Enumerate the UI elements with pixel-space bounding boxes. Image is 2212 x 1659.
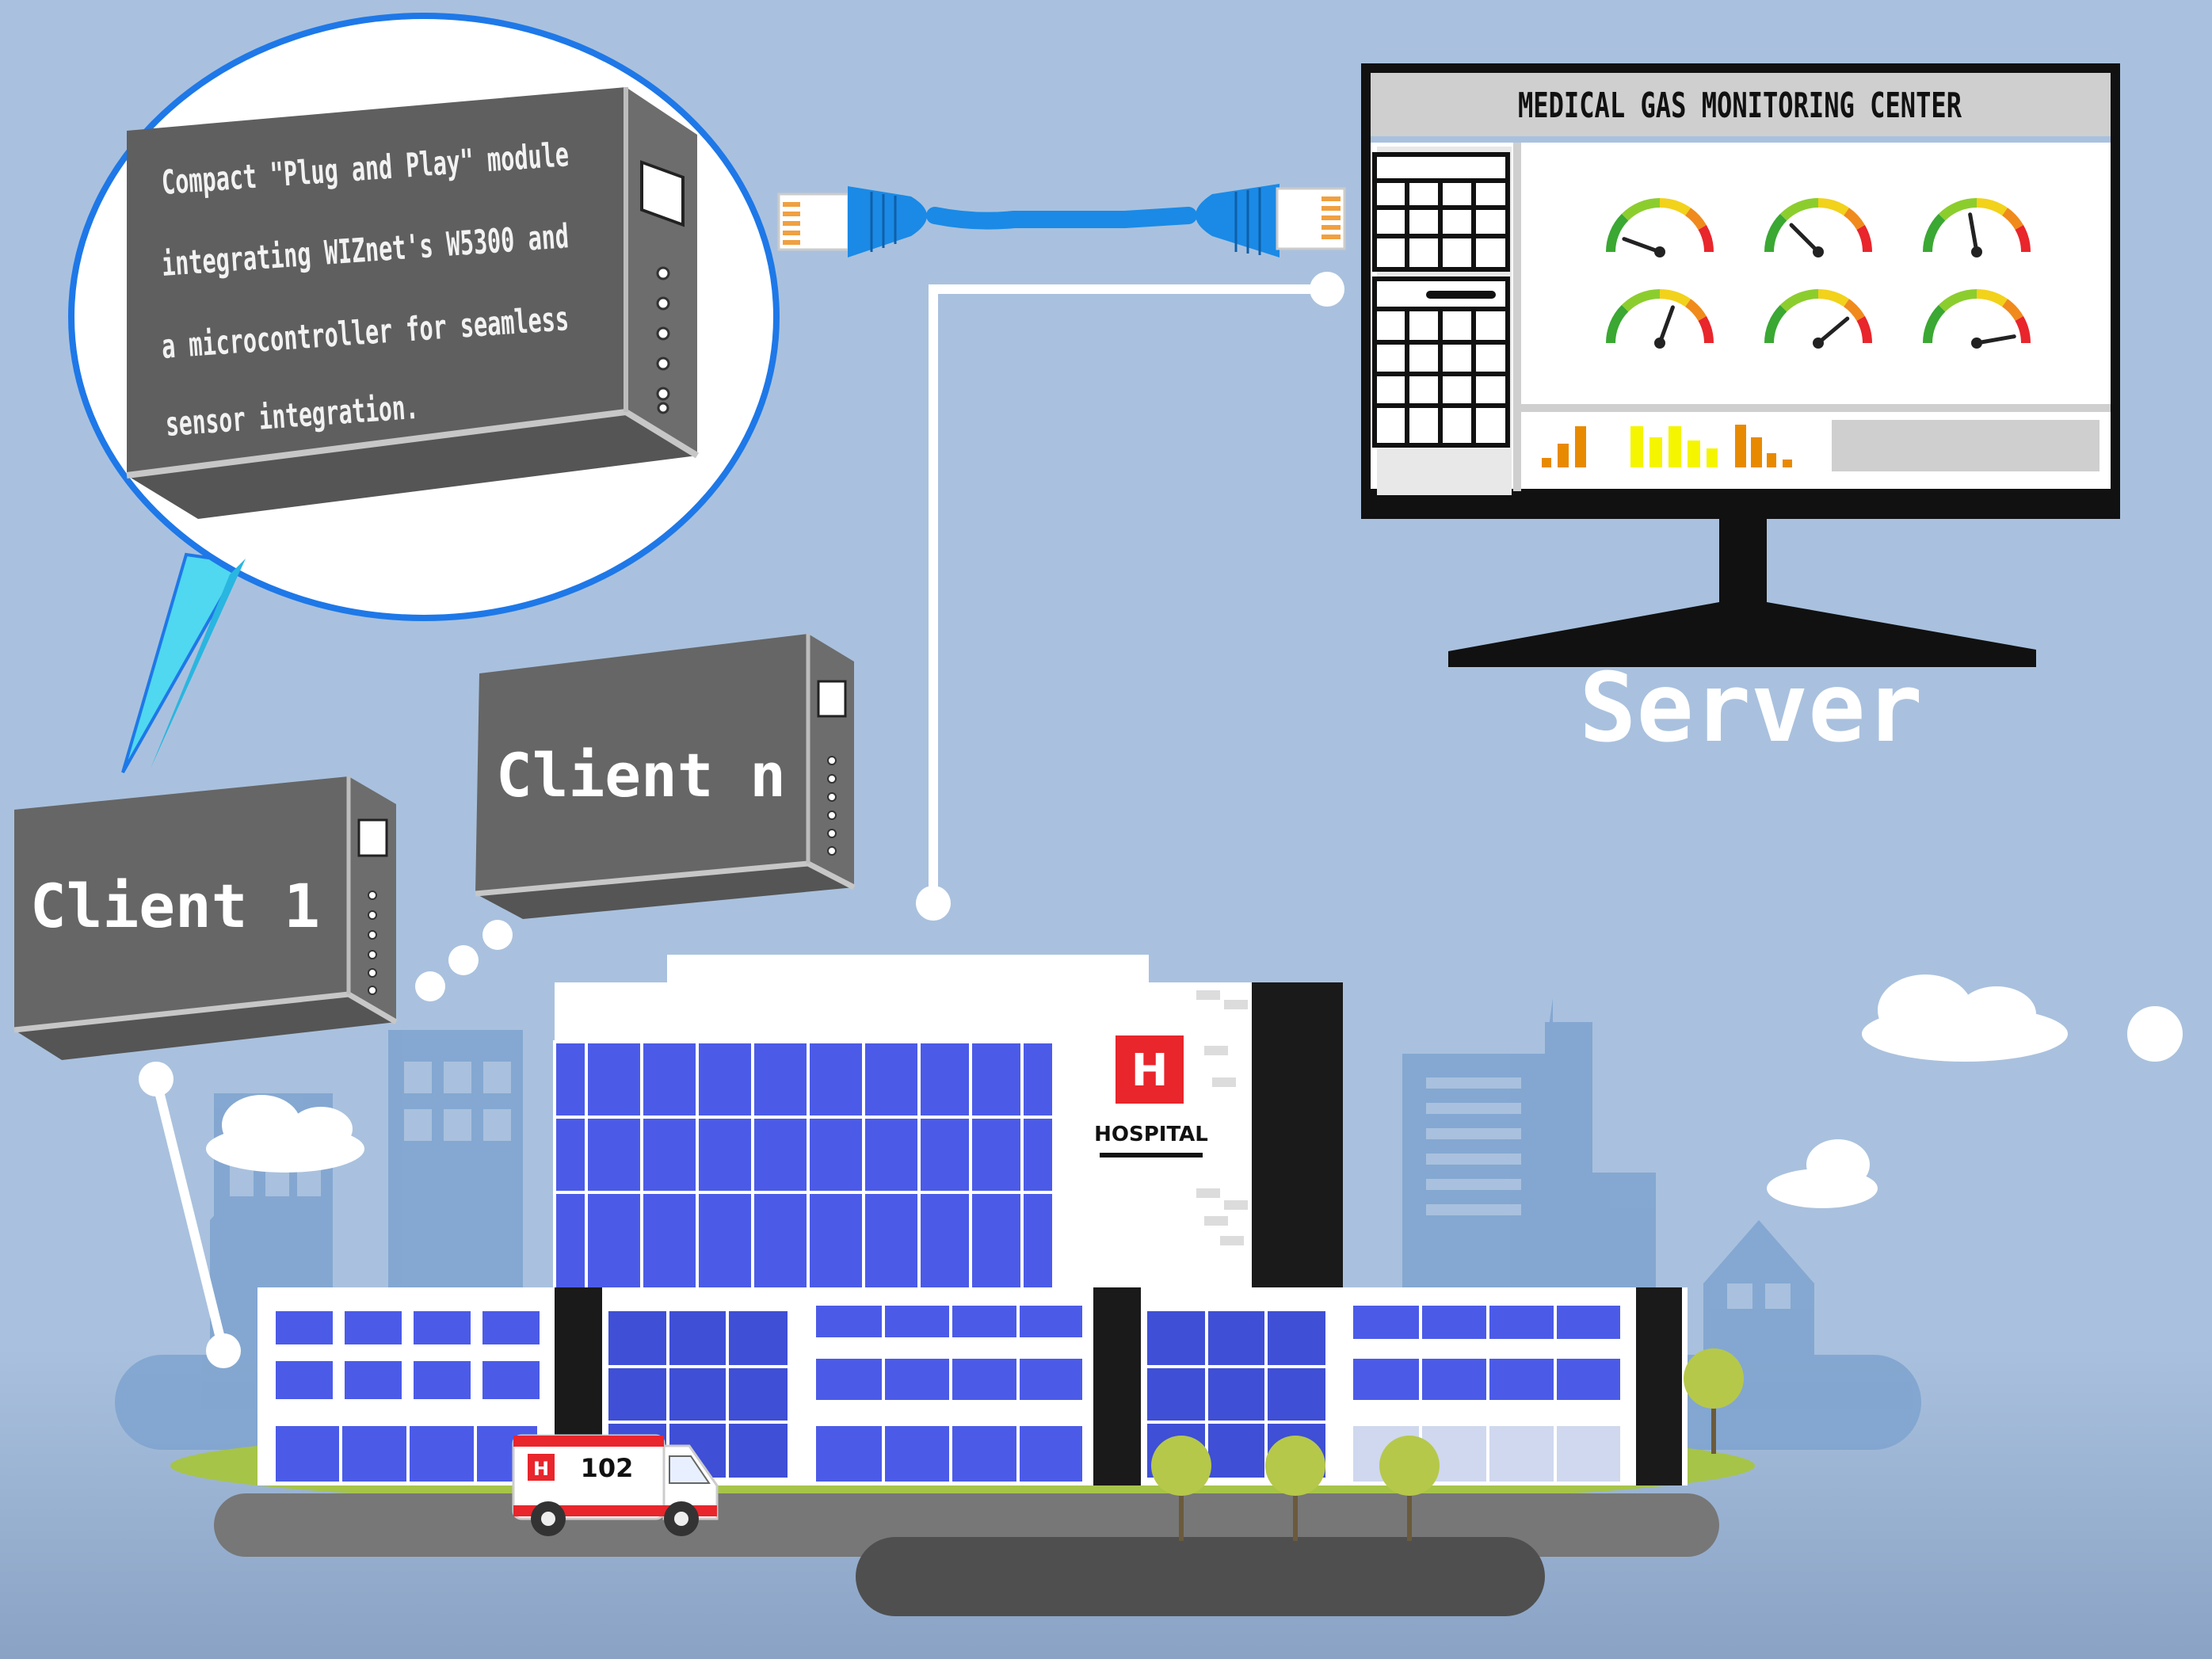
gauge-hub: [1654, 338, 1665, 349]
client-n-led-icons: [827, 756, 837, 856]
gauge-icon: [1923, 289, 2031, 349]
client-1-port-icon: [357, 818, 388, 857]
gauge-arc-segment: [1698, 225, 1714, 253]
gauge-needle: [1789, 223, 1821, 254]
hospital-sign-box: [1116, 1035, 1184, 1104]
gauge-arc-segment: [1976, 198, 2008, 216]
hospital-sign-letter: H: [1131, 1045, 1169, 1096]
gauge-needle: [1657, 305, 1675, 345]
gauge-icon: [1606, 289, 1714, 349]
monitor-stand: [1448, 515, 2036, 667]
gauge-arc-segment: [1659, 198, 1691, 216]
gauge-arc-segment: [1856, 316, 1872, 344]
server-label: Server: [1579, 654, 1922, 764]
brick-accents: [1196, 990, 1248, 1245]
server-monitor: MEDICAL GAS MONITORING CENTER: [1361, 63, 2120, 667]
client-n-label: Client n: [496, 740, 786, 810]
hospital-building: H HOSPITAL: [553, 955, 1343, 1299]
road: [856, 1537, 1545, 1616]
ambulance-number: 102: [581, 1453, 634, 1483]
gauge-arc-segment: [1606, 213, 1629, 253]
gauge-hub: [1813, 338, 1824, 349]
hospital-lower-wings: [257, 1287, 1688, 1485]
gauge-arc-segment: [1684, 208, 1707, 231]
gauge-needle: [1968, 212, 1979, 254]
ambulance: H 102: [512, 1434, 719, 1536]
client-n-port-icon: [817, 680, 847, 718]
client-1-module: Client 1: [13, 776, 398, 1060]
rj45-right-connector-icon: [1196, 184, 1346, 257]
gauge-arc-segment: [1621, 289, 1661, 312]
gauge-arc-segment: [1606, 304, 1629, 344]
gauge-needle: [1622, 237, 1662, 254]
hospital-name: HOSPITAL: [1094, 1123, 1208, 1146]
rj45-left-connector-icon: [777, 186, 927, 257]
clouds: [206, 974, 2183, 1208]
gauge-arc-segment: [1817, 198, 1850, 216]
trees: [1151, 1348, 1744, 1541]
ethernet-cable: [777, 184, 1346, 257]
gauge-hub: [1654, 246, 1665, 257]
gauge-needle: [1816, 316, 1850, 345]
gauge-arc-segment: [1621, 198, 1661, 221]
monitor-left-panel: [1372, 147, 1512, 495]
gauge-arc-segment: [1659, 289, 1691, 307]
ethernet-port-icon: [640, 160, 685, 227]
gauge-arc-segment: [2015, 225, 2031, 253]
gauge-arc-segment: [2001, 299, 2023, 322]
gauge-arc-segment: [1779, 198, 1819, 221]
tower-windows: [553, 1040, 1055, 1293]
status-led-icons: [656, 266, 670, 414]
gauge-arc-segment: [1938, 198, 1977, 221]
gauge-hub: [1971, 246, 1982, 257]
gauge-arc-segment: [1764, 213, 1787, 253]
ambulance-sign-box: [528, 1454, 555, 1481]
gauge-arc-segment: [1923, 304, 1946, 344]
gauge-icon: [1764, 289, 1872, 349]
gauge-arc-segment: [1698, 316, 1714, 344]
gauge-arc-segment: [1843, 208, 1865, 231]
gauge-arc-segment: [1843, 299, 1865, 322]
gauge-arc-segment: [1817, 289, 1850, 307]
ambulance-sign-letter: H: [533, 1458, 549, 1480]
gauge-icon: [1764, 198, 1872, 257]
gauge-arc-segment: [2001, 208, 2023, 231]
gauge-arc-segment: [2015, 316, 2031, 344]
gauge-hub: [1971, 338, 1982, 349]
monitor-bottom-panel: [1521, 404, 2111, 412]
client-ellipsis-dots: [415, 920, 513, 1001]
mini-bar-chart-icons: [1542, 425, 1792, 467]
monitor-title-bar: [1371, 73, 2111, 136]
gauge-arc-segment: [1779, 289, 1819, 312]
gauge-icon: [1923, 198, 2031, 257]
hospital-name-underline: [1100, 1153, 1203, 1157]
client-1-label: Client 1: [30, 871, 320, 941]
module-box-large: Compact "Plug and Play" module integrati…: [126, 87, 700, 519]
gauge-icon: [1606, 198, 1714, 257]
gauge-hub: [1813, 246, 1824, 257]
client-1-led-icons: [368, 891, 377, 995]
gauge-arc-segment: [1764, 304, 1787, 344]
gauge-arc-segment: [1923, 213, 1946, 253]
gauge-needle: [1974, 334, 2016, 345]
connection-lines: [151, 284, 1327, 1352]
gauge-arc-segment: [1976, 289, 2008, 307]
gauge-arc-segment: [1856, 225, 1872, 253]
gauge-arc-segment: [1938, 289, 1977, 312]
monitor-status-bar: [1832, 420, 2099, 471]
client-n-module: Client n: [475, 634, 856, 919]
gauge-grid: [1606, 198, 2031, 349]
connection-endpoints: [139, 272, 1344, 1368]
gauge-arc-segment: [1684, 299, 1707, 322]
monitor-title: MEDICAL GAS MONITORING CENTER: [1518, 86, 1962, 126]
